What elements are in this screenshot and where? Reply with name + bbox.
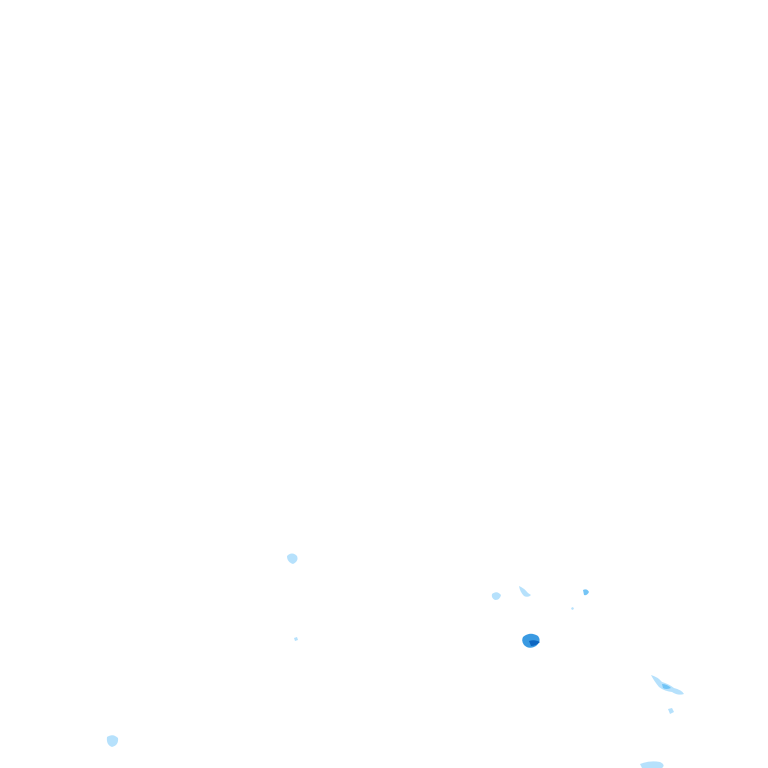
precip-cell-medium — [662, 684, 671, 689]
precip-cell-light — [106, 735, 119, 747]
precip-cell-light — [571, 607, 574, 610]
precip-cell-light — [491, 592, 501, 600]
precip-cell-light — [668, 708, 674, 714]
precip-cell-light — [294, 637, 298, 641]
precip-cell-light — [287, 553, 298, 564]
precip-cell-light — [651, 675, 684, 695]
precip-cell-core — [529, 640, 540, 646]
precip-cell-light — [519, 586, 531, 597]
precip-cell-medium — [583, 589, 589, 596]
precip-cell-light — [640, 761, 664, 768]
